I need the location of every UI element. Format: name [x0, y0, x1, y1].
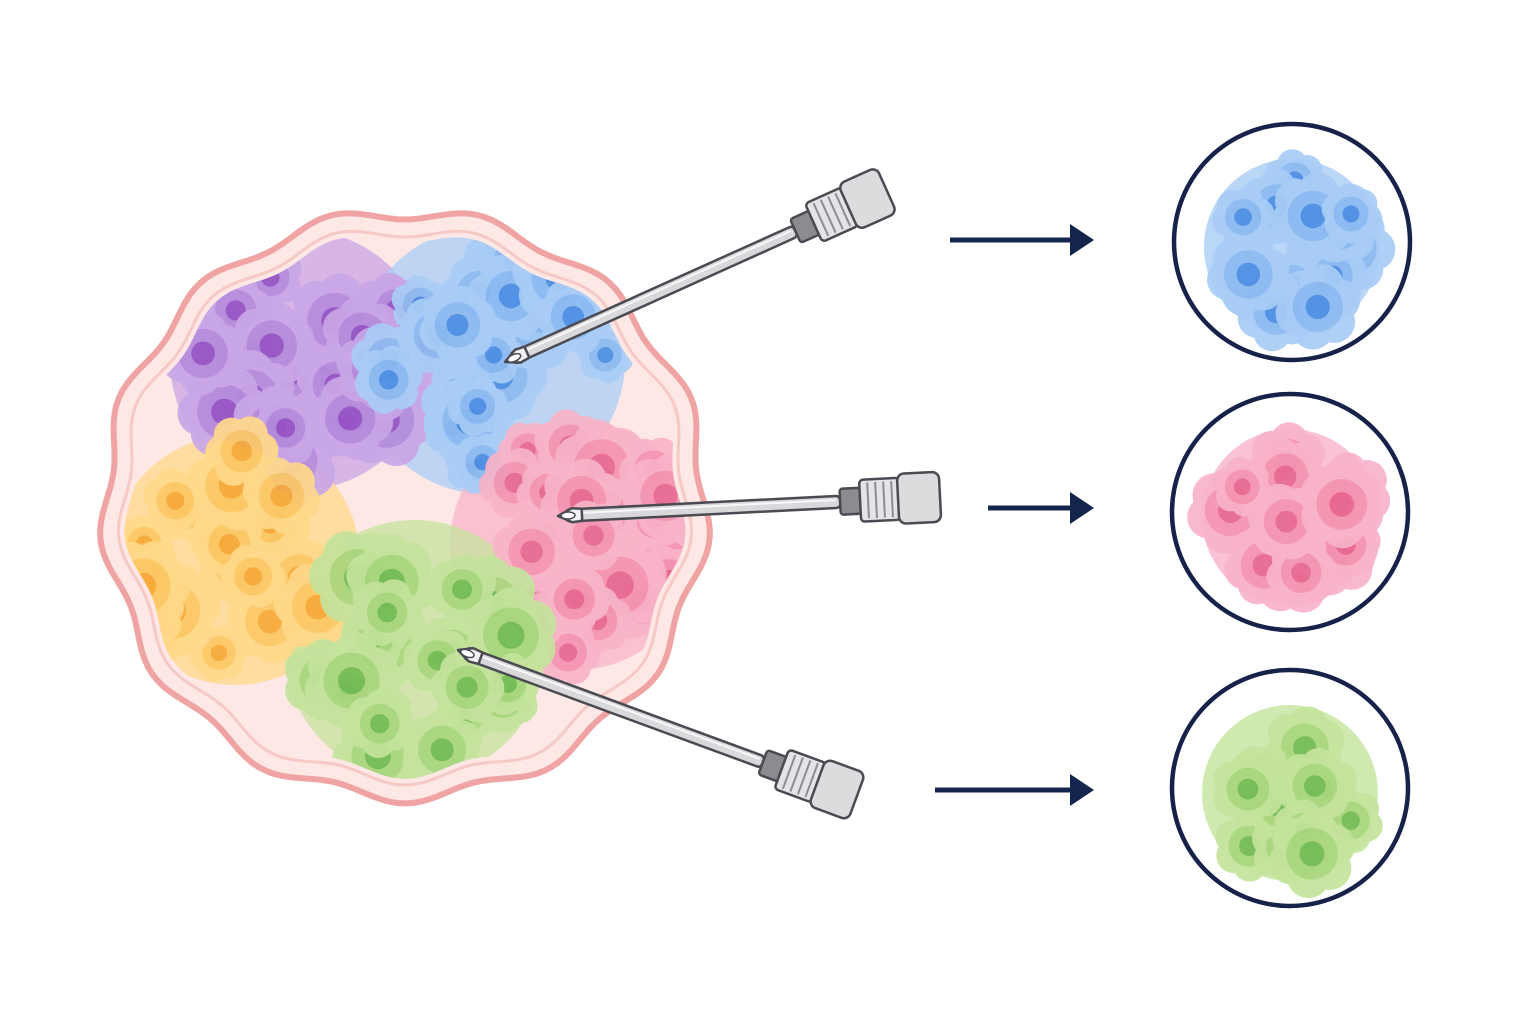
arrow-right-icon: [988, 492, 1094, 524]
culture-dish-icon: [1172, 670, 1408, 906]
arrow-right-icon: [950, 224, 1094, 256]
culture-dishes: [1172, 124, 1410, 906]
arrow-right-icon: [935, 774, 1094, 806]
arrows: [935, 224, 1094, 806]
culture-dish-icon: [1172, 394, 1408, 630]
culture-dish-icon: [1174, 124, 1410, 360]
